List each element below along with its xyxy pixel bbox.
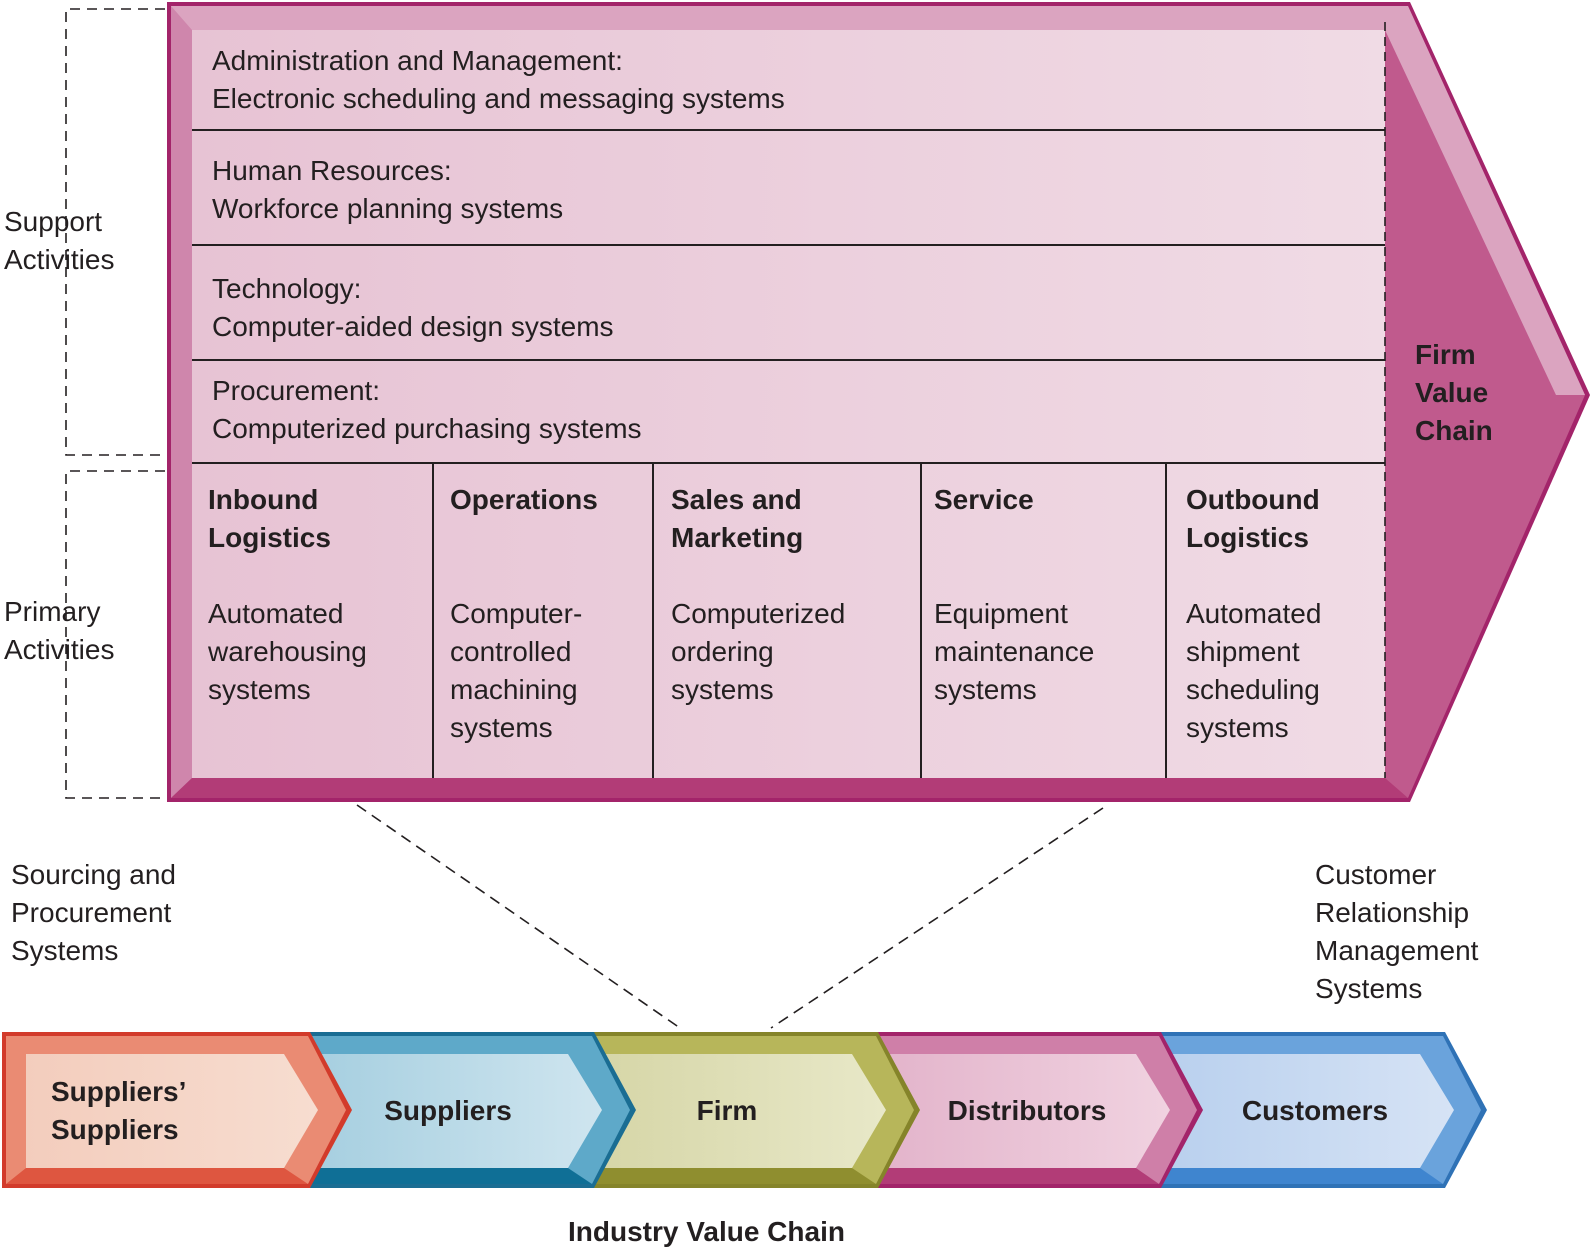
firm-value-chain-chevron — [167, 2, 1590, 802]
primary-title-service: Service — [934, 484, 1034, 515]
primary-system-operations: Computer- controlled machining systems — [450, 598, 583, 743]
industry-label-distributors: Distributors — [947, 1095, 1107, 1126]
support-system-hr: Workforce planning systems — [212, 193, 564, 224]
industry-label-suppliers-suppliers: Suppliers’ Suppliers — [51, 1076, 187, 1145]
primary-activities-label: Primary Activities — [4, 596, 115, 665]
industry-arrow-suppliers — [290, 1032, 636, 1188]
industry-label-firm: Firm — [696, 1095, 758, 1126]
primary-bracket — [65, 470, 165, 799]
support-system-procurement: Computerized purchasing systems — [212, 413, 642, 444]
primary-system-inbound: Automated warehousing systems — [208, 598, 367, 705]
firm-grid-lines — [192, 129, 1385, 778]
industry-label-customers: Customers — [1241, 1095, 1389, 1126]
primary-system-outbound: Automated shipment scheduling systems — [1186, 598, 1322, 743]
industry-arrow-firm — [574, 1032, 920, 1188]
industry-arrow-suppliers-suppliers — [2, 1032, 352, 1188]
support-title-admin: Administration and Management: — [212, 45, 623, 76]
primary-title-sales: Sales and Marketing — [671, 484, 804, 553]
firm-connector-lines — [356, 804, 1104, 1029]
crm-systems-label: Customer Relationship Management Systems — [1315, 859, 1479, 1004]
industry-label-suppliers: Suppliers — [384, 1095, 512, 1126]
primary-title-operations: Operations — [450, 484, 598, 515]
primary-title-outbound: Outbound Logistics — [1186, 484, 1320, 553]
firm-value-chain-label: Firm Value Chain — [1415, 339, 1493, 446]
industry-arrow-distributors — [858, 1032, 1203, 1188]
primary-system-service: Equipment maintenance systems — [934, 598, 1095, 705]
industry-arrow-customers — [1141, 1032, 1487, 1188]
primary-title-inbound: Inbound Logistics — [208, 484, 331, 553]
support-title-hr: Human Resources: — [212, 155, 452, 186]
support-title-technology: Technology: — [212, 273, 362, 304]
support-system-technology: Computer-aided design systems — [212, 311, 614, 342]
sourcing-procurement-label: Sourcing and Procurement Systems — [11, 859, 177, 966]
primary-system-sales: Computerized ordering systems — [671, 598, 846, 705]
industry-value-chain-label: Industry Value Chain — [568, 1216, 845, 1247]
support-title-procurement: Procurement: — [212, 375, 381, 406]
support-activities-label: Support Activities — [4, 206, 115, 275]
support-system-admin: Electronic scheduling and messaging syst… — [212, 83, 785, 114]
